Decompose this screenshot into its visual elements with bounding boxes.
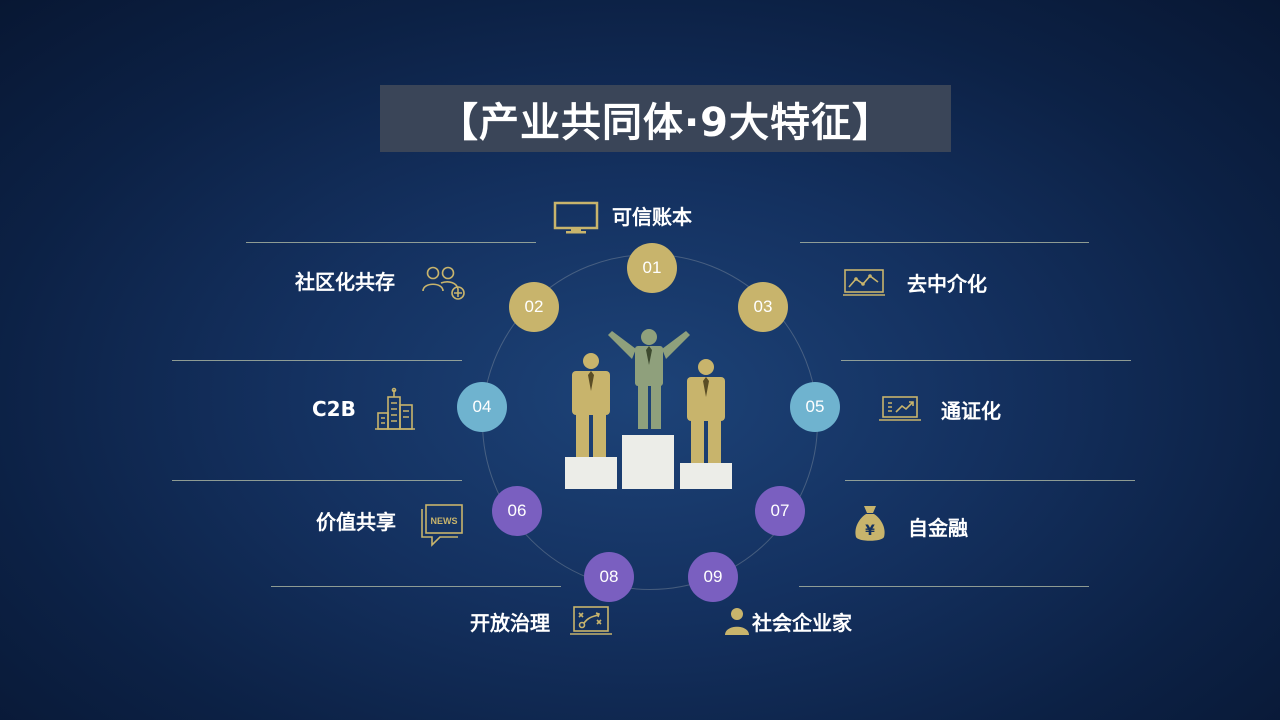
news-bubble-icon: NEWS [421,504,463,547]
feature-label-07: 自金融 [908,516,968,540]
person-icon [725,608,749,635]
divider-line [172,360,462,361]
money-symbol: ¥ [865,523,875,539]
chart-screen-icon [843,269,885,296]
feature-number-01: 01 [627,243,677,293]
divider-line [246,242,536,243]
divider-line [845,480,1135,481]
strategy-board-icon [570,606,612,635]
feature-number-06: 06 [492,486,542,536]
feature-label-09: 社会企业家 [752,611,852,635]
feature-number-03: 03 [738,282,788,332]
feature-label-05: 通证化 [941,399,1001,423]
divider-line [271,586,561,587]
laptop-chart-icon [879,396,921,421]
feature-number-09: 09 [688,552,738,602]
feature-label-02: 社区化共存 [295,270,395,294]
feature-label-03: 去中介化 [907,272,987,296]
monitor-icon [553,201,599,234]
podium-illustration [565,329,732,489]
divider-line [841,360,1131,361]
feature-label-06: 价值共享 [316,510,396,534]
feature-label-01: 可信账本 [612,205,692,229]
divider-line [799,586,1089,587]
feature-label-04: C2B [312,397,356,421]
divider-line [800,242,1089,243]
divider-line [172,480,462,481]
users-add-icon [422,266,465,300]
feature-number-05: 05 [790,382,840,432]
news-text: NEWS [431,516,458,526]
feature-label-08: 开放治理 [470,611,550,635]
money-bag-icon: ¥ [855,506,885,541]
feature-number-02: 02 [509,282,559,332]
page-title: 【产业共同体·9大特征】 [380,85,951,152]
feature-number-07: 07 [755,486,805,536]
feature-number-08: 08 [584,552,634,602]
buildings-icon [375,387,415,430]
feature-number-04: 04 [457,382,507,432]
